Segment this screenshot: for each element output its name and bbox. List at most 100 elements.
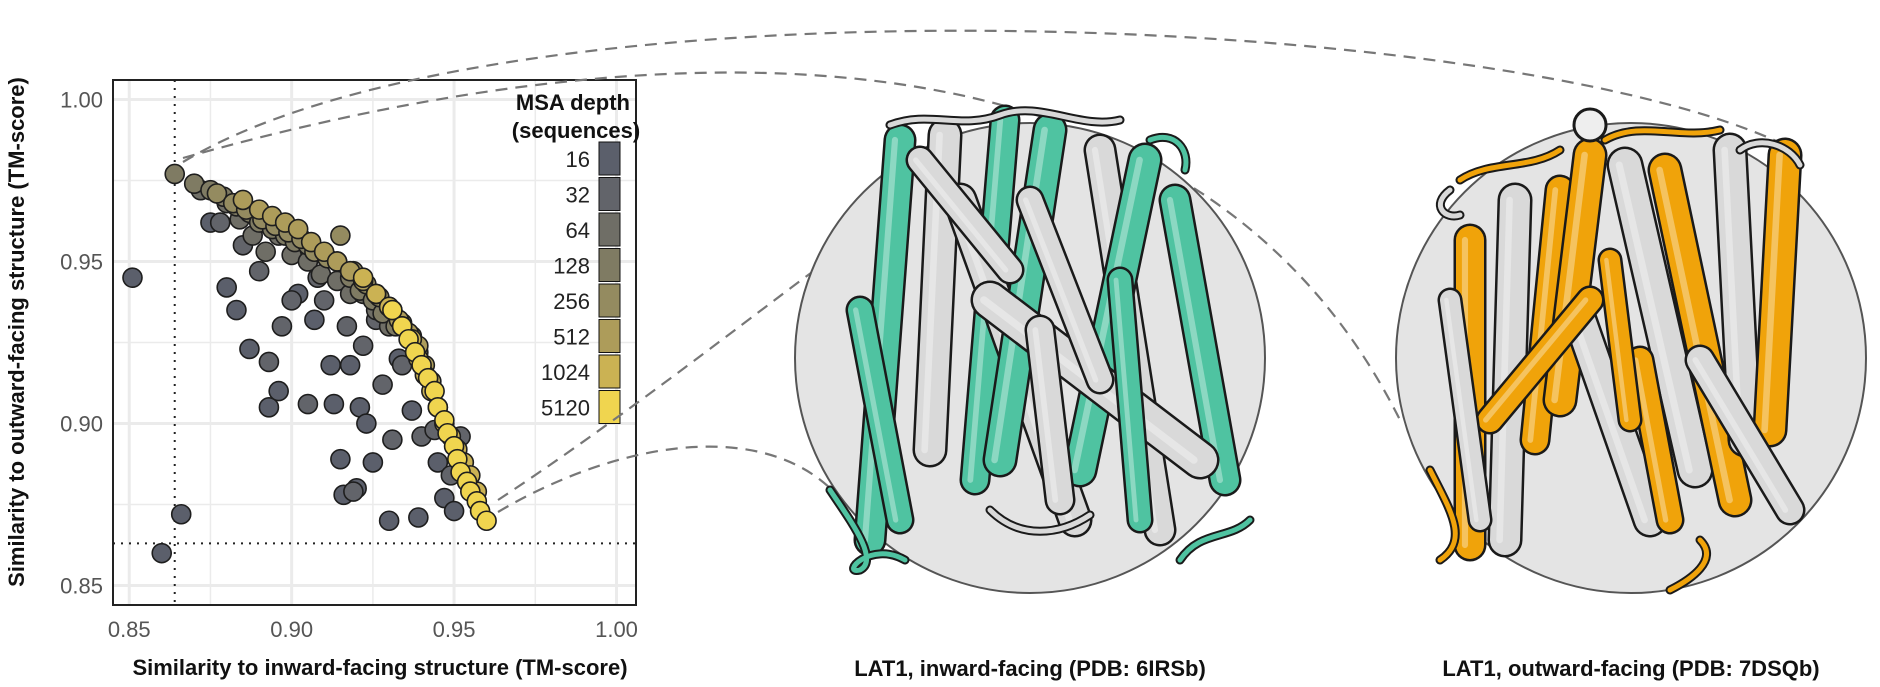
data-point xyxy=(239,338,260,360)
helix xyxy=(1161,186,1239,494)
loop xyxy=(1602,127,1723,143)
legend-swatch xyxy=(598,283,621,318)
x-tick-label: 0.95 xyxy=(433,617,476,642)
x-tick-label: 0.90 xyxy=(270,617,313,642)
helix xyxy=(1545,140,1605,415)
loop xyxy=(1147,134,1189,173)
data-point xyxy=(304,309,325,331)
helix-highlight xyxy=(1166,196,1224,484)
data-point xyxy=(313,290,335,311)
helix-highlight xyxy=(1551,151,1588,404)
loop xyxy=(1427,467,1458,563)
data-point xyxy=(216,277,237,298)
legend-swatch xyxy=(598,212,621,247)
data-point xyxy=(281,290,302,311)
data-point xyxy=(339,354,361,376)
data-point xyxy=(151,542,173,564)
outward-helices xyxy=(1425,107,1806,595)
plot-frame xyxy=(112,79,637,606)
helix-cap xyxy=(1572,107,1608,143)
data-point xyxy=(362,452,384,473)
helix xyxy=(856,126,914,554)
helix-highlight xyxy=(1483,297,1589,423)
helix-highlight xyxy=(1023,197,1099,383)
legend-title-line-1: MSA depth xyxy=(516,90,630,115)
legend-label: 256 xyxy=(553,289,590,314)
data-point xyxy=(170,503,192,525)
data-point xyxy=(356,413,377,434)
data-point xyxy=(258,397,280,418)
connector-lines xyxy=(182,29,1786,513)
legend-label: 5120 xyxy=(541,396,590,421)
loop xyxy=(1737,140,1803,168)
legend-label: 32 xyxy=(566,183,590,208)
legend-swatch xyxy=(598,248,621,282)
x-axis-label: Similarity to inward-facing structure (T… xyxy=(132,655,627,680)
data-point xyxy=(297,393,319,415)
data-point xyxy=(323,393,345,415)
legend-title-line-2: (sequences) xyxy=(512,118,640,143)
data-point xyxy=(255,241,276,263)
loop xyxy=(987,507,1093,534)
data-point xyxy=(408,507,429,528)
loop xyxy=(827,487,908,573)
x-tick-label: 1.00 xyxy=(595,617,638,642)
helix xyxy=(1440,290,1490,530)
data-point xyxy=(122,267,143,288)
data-point xyxy=(320,354,341,376)
helix-highlight xyxy=(913,157,1009,273)
loop xyxy=(1667,537,1709,593)
loop xyxy=(1177,517,1253,563)
data-point xyxy=(427,452,449,473)
inward-caption: LAT1, inward-facing (PDB: 6IRSb) xyxy=(854,656,1206,681)
data-point xyxy=(343,481,364,502)
data-point xyxy=(226,299,247,321)
y-tick-label: 0.85 xyxy=(60,574,103,599)
protein-inward-facing: LAT1, inward-facing (PDB: 6IRSb) xyxy=(794,104,1266,681)
legend-label: 64 xyxy=(566,218,590,243)
legend-label: 16 xyxy=(566,147,590,172)
inward-helices xyxy=(825,104,1255,575)
helix-highlight xyxy=(1692,357,1789,513)
data-point xyxy=(330,225,351,246)
helix xyxy=(985,115,1065,475)
data-point xyxy=(209,212,231,233)
legend-label: 512 xyxy=(553,325,590,350)
data-point xyxy=(378,510,400,532)
data-point xyxy=(258,351,280,373)
data-point xyxy=(352,267,374,288)
helix-highlight xyxy=(1604,257,1629,423)
legend-swatch xyxy=(598,319,621,353)
data-point xyxy=(401,400,423,421)
helix xyxy=(1650,155,1750,515)
data-point xyxy=(365,283,387,305)
helix-highlight xyxy=(1444,297,1479,523)
helix xyxy=(1600,250,1640,430)
legend-label: 128 xyxy=(553,254,590,279)
data-point xyxy=(372,374,393,395)
connector-top-inner xyxy=(182,29,1786,163)
helix-highlight xyxy=(1656,166,1733,504)
y-axis-label: Similarity to outward-facing structure (… xyxy=(4,77,29,587)
helix xyxy=(1018,188,1112,392)
protein-outward-facing: LAT1, outward-facing (PDB: 7DSQb) xyxy=(1395,107,1867,681)
legend: MSA depth (sequences) 16 32 64 128 256 512 102… xyxy=(512,90,640,424)
helix-highlight xyxy=(1615,161,1693,474)
helix xyxy=(1027,317,1073,513)
data-point xyxy=(271,315,293,337)
helix xyxy=(1628,348,1682,532)
legend-label: 1024 xyxy=(541,360,590,385)
helix-highlight xyxy=(1633,357,1669,523)
grid xyxy=(113,80,636,605)
helix-highlight xyxy=(1496,196,1513,544)
data-point xyxy=(330,448,351,470)
y-tick-label: 0.90 xyxy=(60,412,103,437)
data-point xyxy=(382,299,403,321)
legend-items: 16 32 64 128 256 512 1024 5120 xyxy=(541,141,621,424)
legend-swatch xyxy=(598,141,621,176)
y-tick-label: 0.95 xyxy=(60,249,103,274)
data-point xyxy=(352,335,374,357)
helix xyxy=(848,298,912,532)
